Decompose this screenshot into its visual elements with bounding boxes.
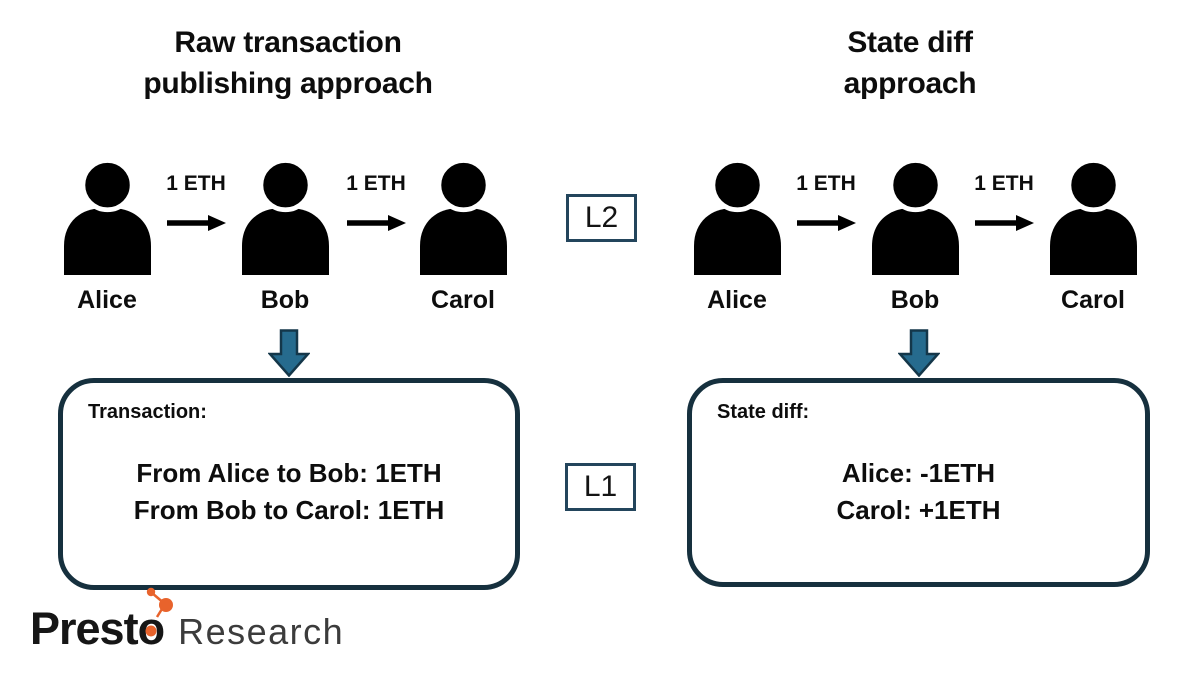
transaction-line: From Alice to Bob: 1ETH bbox=[136, 458, 442, 488]
l1-badge-label: L1 bbox=[583, 470, 618, 503]
l2-badge-label: L2 bbox=[584, 201, 619, 234]
transaction-box-lines: From Alice to Bob: 1ETH From Bob to Caro… bbox=[63, 455, 515, 529]
transfer-arrow-icon bbox=[796, 214, 856, 232]
transfer-amount-label: 1 ETH bbox=[346, 172, 406, 195]
transfer-amount-label: 1 ETH bbox=[974, 172, 1034, 195]
transfer-arrow-icon bbox=[974, 214, 1034, 232]
state-diff-box: State diff: Alice: -1ETH Carol: +1ETH bbox=[687, 378, 1150, 587]
transaction-box-header: Transaction: bbox=[88, 401, 207, 423]
left-panel-title: Raw transaction publishing approach bbox=[68, 22, 508, 104]
person-label-alice-left: Alice bbox=[77, 286, 137, 314]
state-diff-line: Alice: -1ETH bbox=[841, 458, 996, 488]
transfer-amount-label: 1 ETH bbox=[796, 172, 856, 195]
publish-down-arrow-icon bbox=[898, 329, 940, 377]
left-panel-title-line1: Raw transaction bbox=[174, 26, 402, 59]
l2-badge: L2 bbox=[566, 194, 637, 242]
publish-down-arrow-icon bbox=[268, 329, 310, 377]
logo-o-dot-icon bbox=[145, 625, 157, 637]
state-diff-box-header: State diff: bbox=[717, 401, 810, 423]
person-label-bob-left: Bob bbox=[260, 286, 310, 314]
transaction-line: From Bob to Carol: 1ETH bbox=[133, 495, 445, 525]
right-panel-title-line2: approach bbox=[843, 67, 977, 100]
person-label-carol-right: Carol bbox=[1061, 286, 1125, 314]
logo-brand-secondary: Research bbox=[178, 611, 345, 652]
left-panel-title-line2: publishing approach bbox=[143, 67, 433, 100]
person-label-bob-right: Bob bbox=[890, 286, 940, 314]
transfer-arrow-icon bbox=[166, 214, 226, 232]
presto-research-logo: Prest o Research bbox=[30, 587, 345, 654]
logo-brand-prefix: Prest bbox=[30, 603, 139, 654]
transfer-amount-label: 1 ETH bbox=[166, 172, 226, 195]
logo-o-wrap: o bbox=[138, 587, 173, 651]
right-panel-title: State diff approach bbox=[690, 22, 1130, 104]
person-label-alice-right: Alice bbox=[707, 286, 767, 314]
l1-badge: L1 bbox=[565, 463, 636, 511]
state-diff-box-lines: Alice: -1ETH Carol: +1ETH bbox=[692, 455, 1145, 529]
state-diff-line: Carol: +1ETH bbox=[836, 495, 1001, 525]
transfer-arrow-icon bbox=[346, 214, 406, 232]
right-panel-title-line1: State diff bbox=[847, 26, 973, 59]
person-label-carol-left: Carol bbox=[431, 286, 495, 314]
transaction-box: Transaction: From Alice to Bob: 1ETH Fro… bbox=[58, 378, 520, 590]
